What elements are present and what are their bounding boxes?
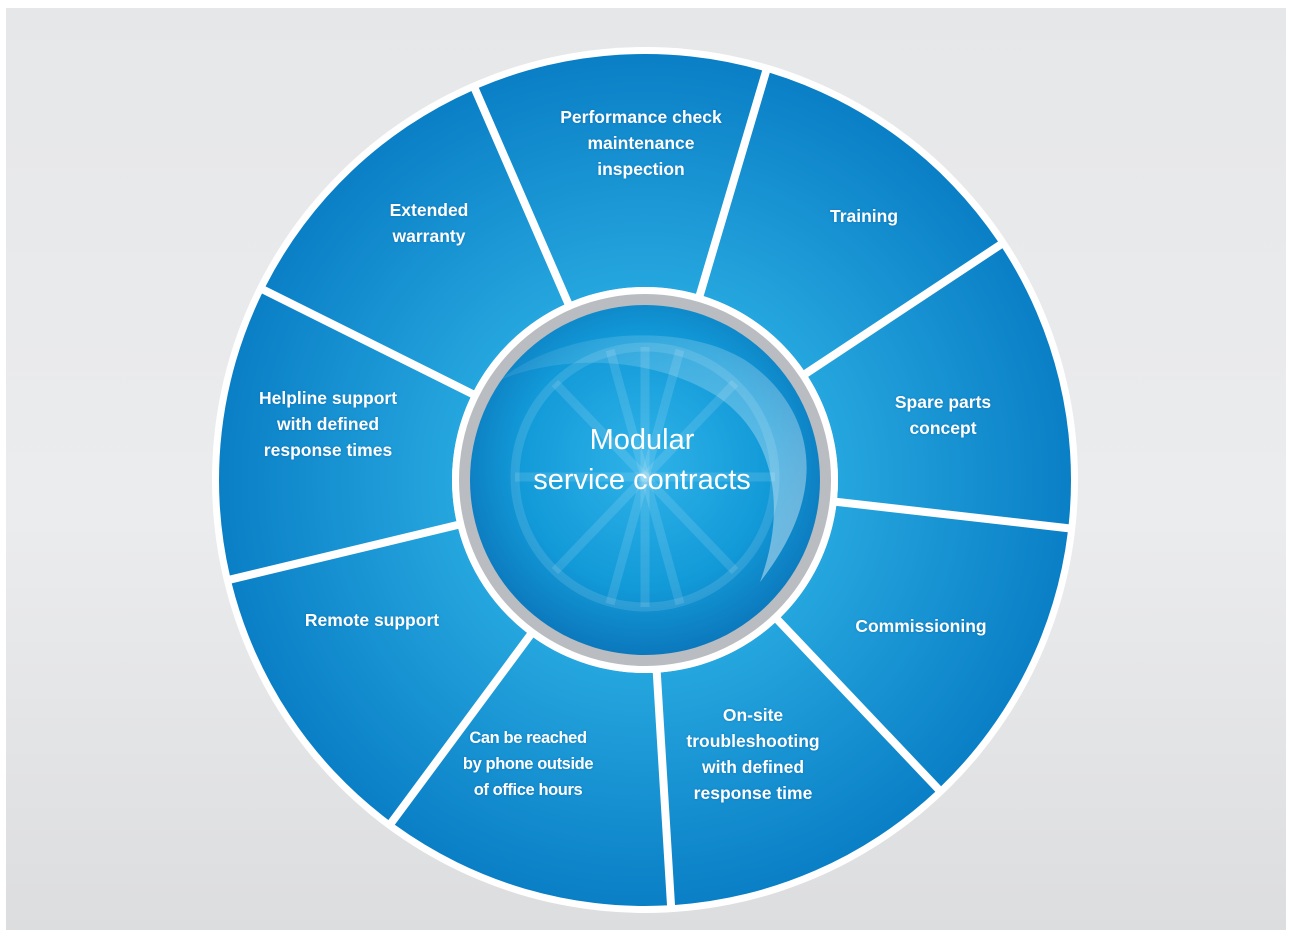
- segment-label-line: Training: [829, 206, 899, 226]
- segment-label-line: with defined: [276, 414, 380, 434]
- segment-label-line: with defined: [701, 757, 805, 777]
- segment-label-phone-outside-hours: Can be reached by phone outside of office …: [423, 725, 633, 803]
- center-title: Modular service contracts: [512, 420, 772, 500]
- segment-label-line: maintenance: [587, 133, 695, 153]
- segment-label-line: Spare parts: [894, 392, 992, 412]
- segment-label-on-site-troubleshooting: On-site troubleshooting with defined respon…: [648, 702, 858, 806]
- segment-spare-parts: [808, 248, 1072, 525]
- segment-label-remote-support: Remote support: [267, 607, 477, 633]
- segment-label-line: Remote support: [304, 610, 440, 630]
- hub-swoosh: [500, 335, 807, 582]
- segment-phone-outside-hours: [394, 637, 668, 906]
- segment-label-performance-check: Performance check maintenance inspection: [536, 104, 746, 182]
- segment-label-line: Helpline support: [258, 388, 398, 408]
- segment-commissioning: [780, 505, 1068, 787]
- segment-label-line: of office hours: [473, 781, 583, 799]
- segment-label-line: Commissioning: [855, 616, 987, 636]
- segment-training: [703, 72, 999, 371]
- segment-label-line: inspection: [597, 159, 685, 179]
- segment-label-training: Training: [759, 203, 969, 229]
- segment-label-line: warranty: [392, 226, 466, 246]
- segment-extended-warranty: [265, 90, 565, 391]
- segment-label-line: concept: [909, 418, 977, 438]
- segment-label-line: On-site: [722, 705, 784, 725]
- segment-label-line: troubleshooting: [686, 731, 820, 751]
- segment-label-line: Extended: [389, 200, 469, 220]
- segment-label-line: Can be reached: [469, 729, 587, 747]
- segment-label-line: response times: [263, 440, 393, 460]
- center-title-line-2: service contracts: [533, 464, 751, 496]
- center-title-line-1: Modular: [589, 424, 695, 456]
- segment-label-line: by phone outside: [462, 755, 594, 773]
- segment-helpline-support: [219, 293, 471, 576]
- segment-on-site-troubleshooting: [660, 622, 936, 905]
- segment-label-extended-warranty: Extended warranty: [324, 197, 534, 249]
- segment-remote-support: [231, 528, 528, 821]
- segment-performance-check: [478, 54, 763, 302]
- segment-label-commissioning: Commissioning: [816, 613, 1026, 639]
- segment-group: [219, 54, 1072, 906]
- segment-label-line: response time: [693, 783, 813, 803]
- segment-label-helpline-support: Helpline support with defined response tim…: [223, 385, 433, 463]
- segment-label-spare-parts: Spare parts concept: [838, 389, 1048, 441]
- segment-label-line: Performance check: [560, 107, 722, 127]
